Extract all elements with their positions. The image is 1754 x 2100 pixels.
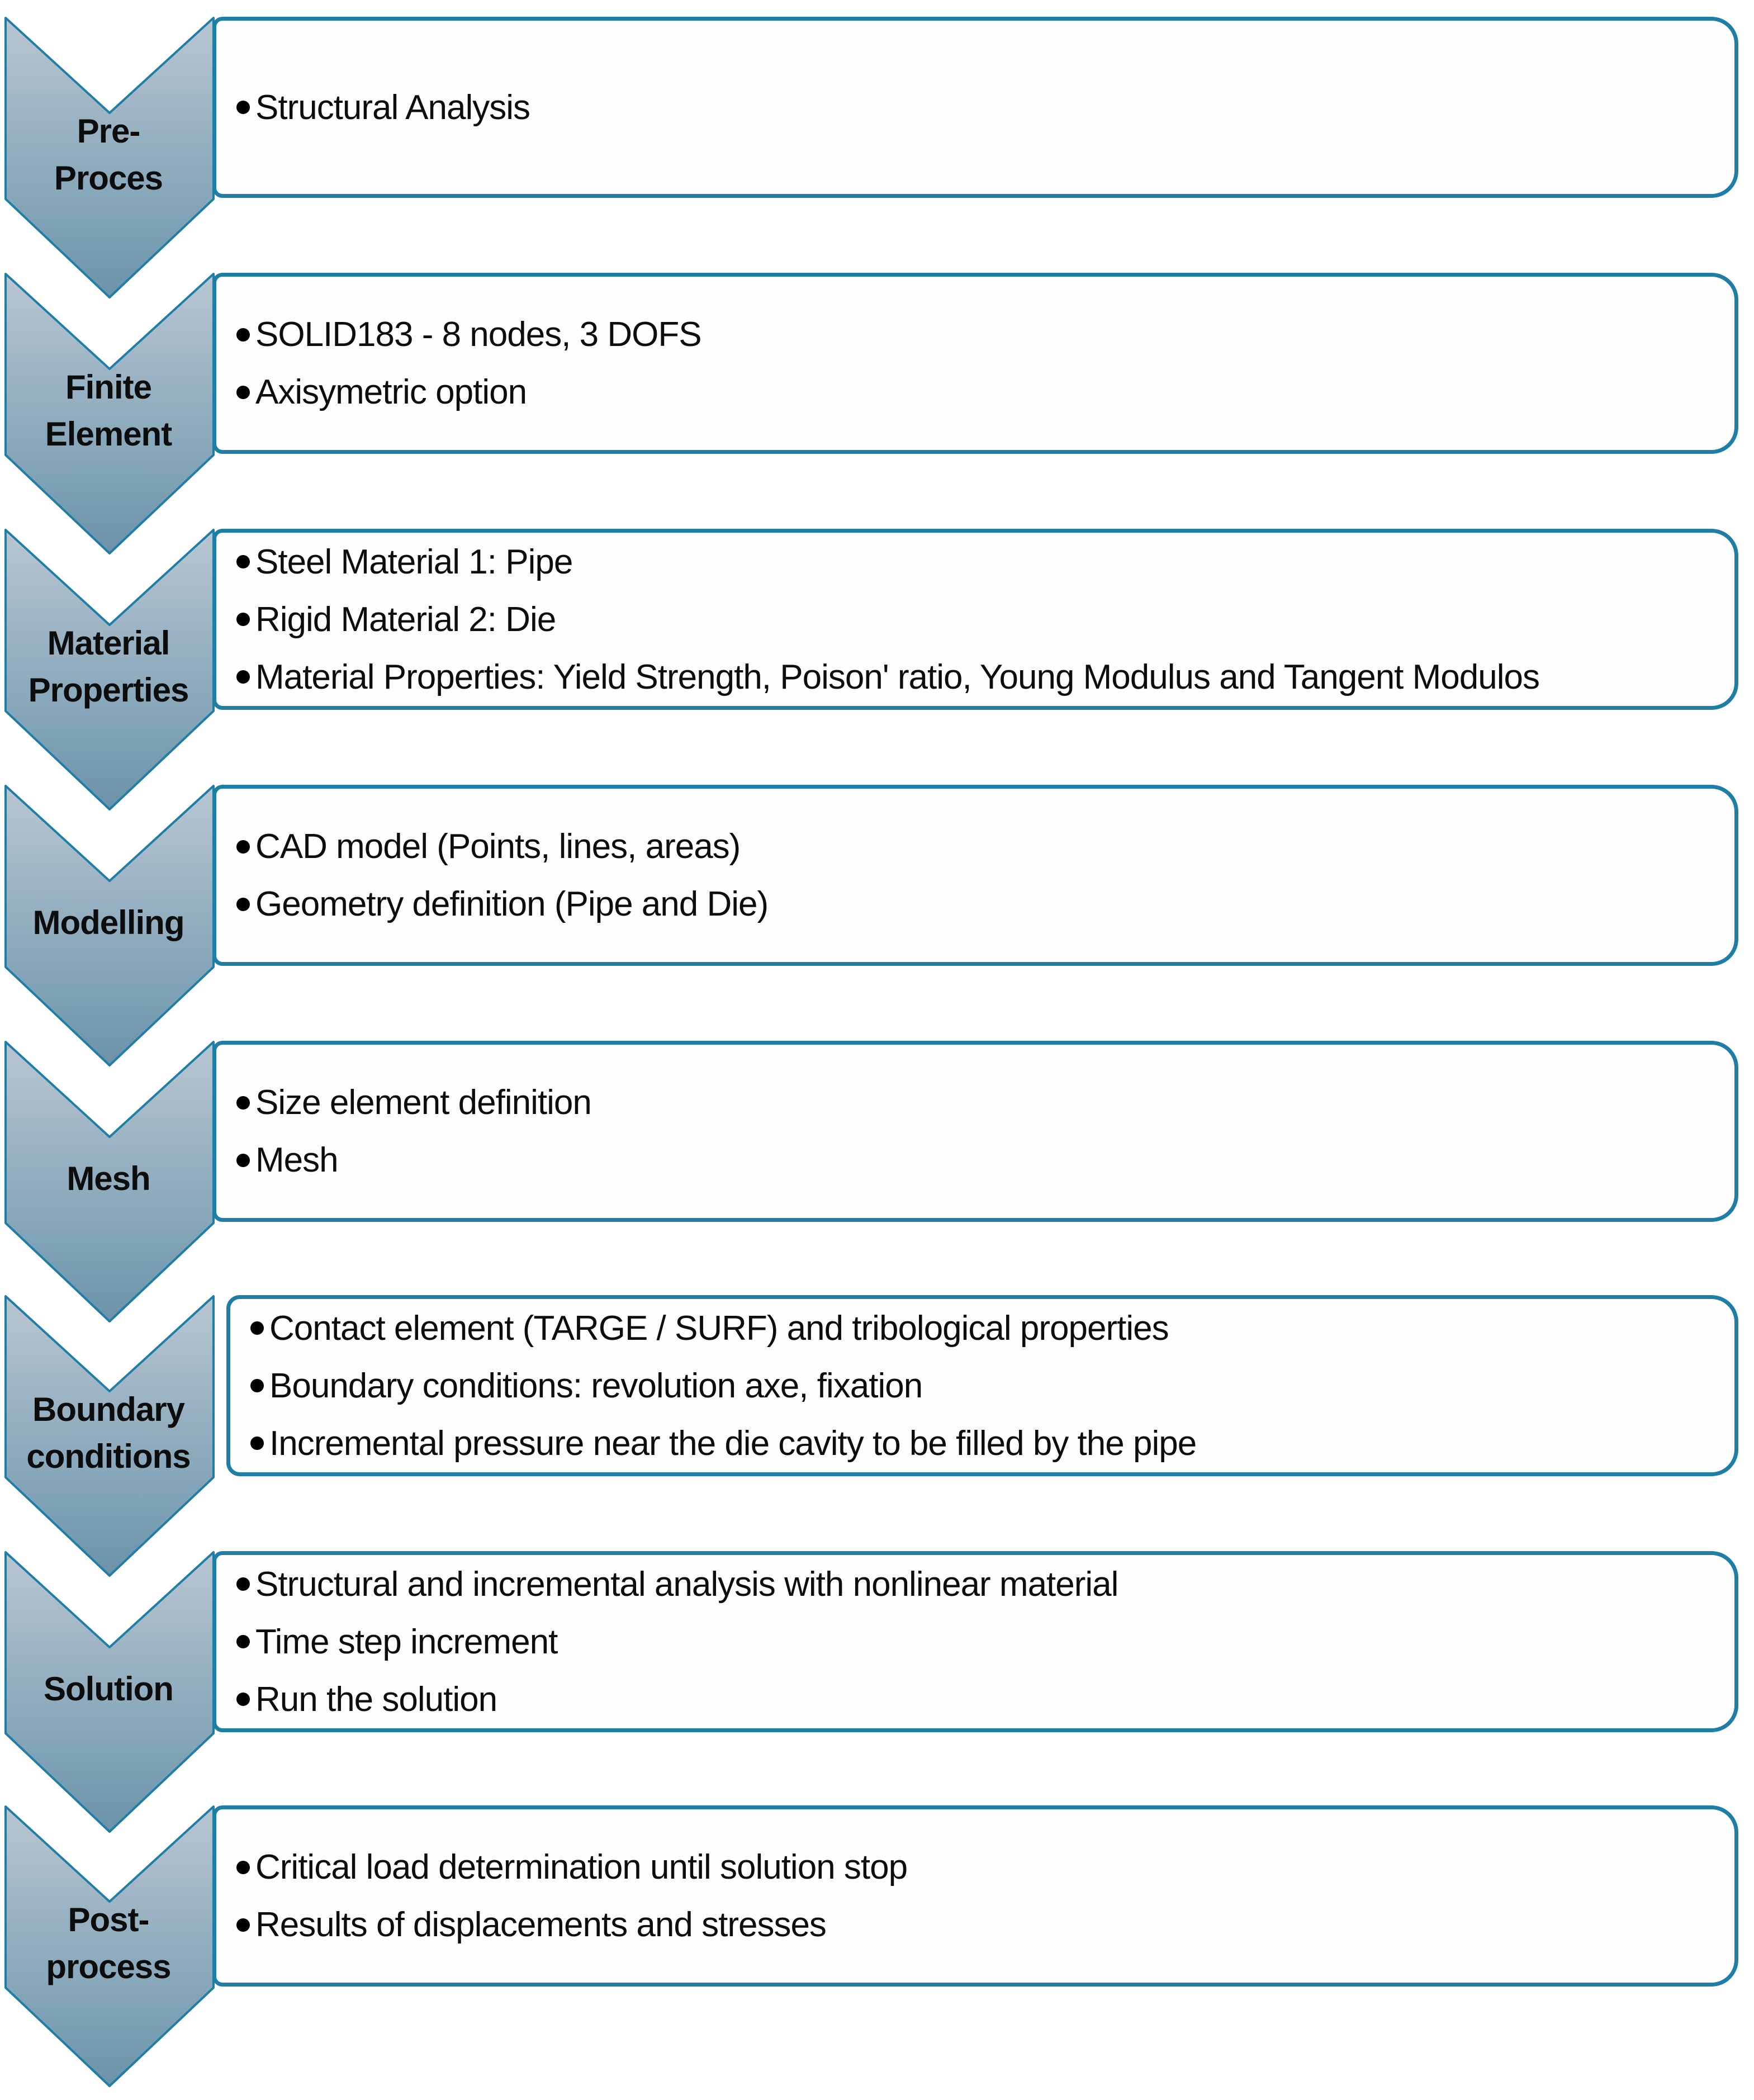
step-label: Solution	[44, 1670, 174, 1708]
list-item: Geometry definition (Pipe and Die)	[236, 875, 1721, 933]
list-item: Steel Material 1: Pipe	[236, 533, 1721, 591]
process-step-pre-process: Pre- Proces Structural Analysis	[0, 17, 1754, 300]
bullet-list: Contact element (TARGE / SURF) and tribo…	[230, 1300, 1734, 1472]
bullet-icon	[236, 328, 250, 342]
process-step-boundary-conditions: Boundary conditions Contact element (TAR…	[0, 1295, 1754, 1578]
bullet-list: SOLID183 - 8 nodes, 3 DOFS Axisymetric op…	[216, 306, 1734, 421]
step-box: Structural and incremental analysis with…	[212, 1551, 1738, 1732]
list-item: Axisymetric option	[236, 363, 1721, 421]
step-box: Structural Analysis	[212, 17, 1738, 198]
bullet-icon	[236, 840, 250, 854]
bullet-text: Run the solution	[255, 1680, 497, 1719]
step-label: Mesh	[67, 1160, 150, 1197]
list-item: Results of displacements and stresses	[236, 1896, 1721, 1954]
step-label: Modelling	[32, 904, 185, 941]
bullet-list: Critical load determination until soluti…	[216, 1838, 1734, 1954]
bullet-icon	[236, 1153, 250, 1167]
bullet-text: Rigid Material 2: Die	[255, 600, 556, 639]
list-item: Run the solution	[236, 1671, 1721, 1728]
bullet-text: Time step increment	[255, 1622, 558, 1661]
list-item: Rigid Material 2: Die	[236, 591, 1721, 648]
bullet-list: Structural and incremental analysis with…	[216, 1556, 1734, 1728]
list-item: Size element definition	[236, 1074, 1721, 1131]
step-label: Pre- Proces	[54, 112, 163, 197]
bullet-icon	[250, 1379, 264, 1392]
list-item: Time step increment	[236, 1613, 1721, 1671]
bullet-text: Contact element (TARGE / SURF) and tribo…	[269, 1309, 1169, 1348]
bullet-text: Material Properties: Yield Strength, Poi…	[255, 657, 1540, 696]
bullet-text: Incremental pressure near the die cavity…	[269, 1424, 1197, 1463]
process-step-post-process: Post- process Critical load determinatio…	[0, 1805, 1754, 2088]
list-item: Material Properties: Yield Strength, Poi…	[236, 648, 1721, 706]
chevron-down-icon	[4, 1295, 215, 1577]
bullet-icon	[236, 555, 250, 568]
chevron-down-icon	[4, 529, 215, 810]
bullet-icon	[236, 1918, 250, 1932]
bullet-icon	[236, 613, 250, 626]
bullet-icon	[236, 897, 250, 911]
bullet-text: Boundary conditions: revolution axe, fix…	[269, 1366, 923, 1405]
bullet-text: CAD model (Points, lines, areas)	[255, 827, 741, 866]
bullet-text: Mesh	[255, 1141, 339, 1179]
bullet-icon	[236, 670, 250, 684]
step-label: Finite Element	[45, 368, 172, 453]
bullet-icon	[236, 1577, 250, 1591]
bullet-text: SOLID183 - 8 nodes, 3 DOFS	[255, 315, 702, 354]
bullet-icon	[236, 101, 250, 114]
step-box: Critical load determination until soluti…	[212, 1805, 1738, 1987]
chevron-down-icon	[4, 785, 215, 1066]
bullet-list: CAD model (Points, lines, areas) Geometry…	[216, 818, 1734, 933]
chevron-down-icon	[4, 1805, 215, 2087]
bullet-text: Structural Analysis	[255, 88, 530, 127]
bullet-text: Size element definition	[255, 1083, 592, 1122]
process-step-material-properties: Material Properties Steel Material 1: Pi…	[0, 529, 1754, 812]
bullet-icon	[250, 1437, 264, 1450]
process-step-modelling: Modelling CAD model (Points, lines, area…	[0, 785, 1754, 1068]
bullet-text: Results of displacements and stresses	[255, 1905, 827, 1944]
bullet-icon	[236, 385, 250, 399]
chevron-down-icon	[4, 273, 215, 554]
list-item: Mesh	[236, 1131, 1721, 1189]
step-box: Contact element (TARGE / SURF) and tribo…	[226, 1295, 1738, 1476]
list-item: Incremental pressure near the die cavity…	[250, 1415, 1721, 1472]
bullet-icon	[236, 1096, 250, 1110]
bullet-icon	[236, 1693, 250, 1706]
bullet-list: Structural Analysis	[216, 79, 1734, 136]
step-label: Material Properties	[28, 624, 189, 709]
bullet-text: Axisymetric option	[255, 373, 527, 411]
chevron-down-icon	[4, 1041, 215, 1322]
bullet-icon	[236, 1860, 250, 1874]
list-item: Structural and incremental analysis with…	[236, 1556, 1721, 1613]
list-item: Contact element (TARGE / SURF) and tribo…	[250, 1300, 1721, 1357]
list-item: SOLID183 - 8 nodes, 3 DOFS	[236, 306, 1721, 363]
bullet-text: Critical load determination until soluti…	[255, 1848, 908, 1886]
bullet-icon	[236, 1635, 250, 1648]
bullet-text: Structural and incremental analysis with…	[255, 1565, 1118, 1604]
bullet-text: Geometry definition (Pipe and Die)	[255, 885, 769, 923]
chevron-down-icon	[4, 17, 215, 298]
step-label: Boundary conditions	[26, 1391, 191, 1475]
list-item: Critical load determination until soluti…	[236, 1838, 1721, 1896]
step-label: Post- process	[46, 1901, 171, 1985]
chevron-down-icon	[4, 1551, 215, 1833]
list-item: Structural Analysis	[236, 79, 1721, 136]
process-step-finite-element: Finite Element SOLID183 - 8 nodes, 3 DOF…	[0, 273, 1754, 556]
process-step-solution: Solution Structural and incremental anal…	[0, 1551, 1754, 1834]
step-box: CAD model (Points, lines, areas) Geometry…	[212, 785, 1738, 966]
list-item: Boundary conditions: revolution axe, fix…	[250, 1357, 1721, 1415]
bullet-text: Steel Material 1: Pipe	[255, 542, 573, 581]
bullet-icon	[250, 1321, 264, 1335]
list-item: CAD model (Points, lines, areas)	[236, 818, 1721, 875]
step-box: SOLID183 - 8 nodes, 3 DOFS Axisymetric op…	[212, 273, 1738, 454]
